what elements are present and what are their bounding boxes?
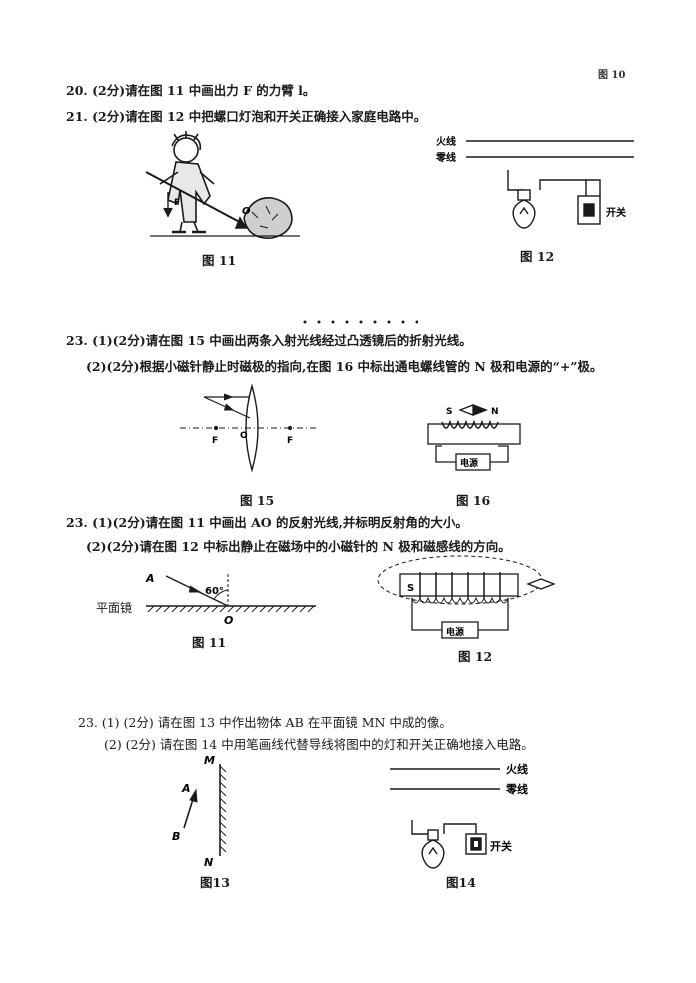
ray-a-label: A <box>145 572 155 585</box>
force-label: F <box>174 198 180 208</box>
caption-fig-12b: 图 12 <box>458 649 493 664</box>
caption-fig-16: 图 16 <box>456 493 491 508</box>
question-20: 20. (2分)请在图 11 中画出力 F 的力臂 l。 <box>66 83 316 98</box>
needle-s-label: S <box>446 407 452 417</box>
angle-label: 60° <box>205 586 224 597</box>
caption-fig-15: 图 15 <box>240 493 275 508</box>
switch-label-2: 开关 <box>490 839 512 853</box>
solenoid-core-2 <box>399 573 519 597</box>
point-b-label: B <box>172 830 180 843</box>
magnetic-field-diagram <box>377 555 556 639</box>
focus-right-label: F <box>287 436 293 446</box>
solenoid-diagram <box>427 404 521 471</box>
live-wire-label: 火线 <box>436 135 456 148</box>
caption-fig-11b: 图 11 <box>192 635 227 650</box>
lens-shape <box>245 383 259 473</box>
mirror-label: 平面镜 <box>96 601 133 615</box>
question-23b-part1: 23. (1)(2分)请在图 11 中画出 AO 的反射光线,并标明反射角的大小… <box>66 515 468 530</box>
neutral-wire-label: 零线 <box>435 151 456 164</box>
caption-fig-13: 图13 <box>200 875 230 890</box>
needle-n-label: N <box>491 407 499 417</box>
object-ab <box>183 795 195 829</box>
bulb-icon <box>512 199 536 229</box>
emphasis-dots <box>298 320 418 324</box>
point-a-label: A <box>181 782 191 795</box>
switch-label: 开关 <box>606 206 626 219</box>
mirror-n-label: N <box>204 856 213 869</box>
caption-fig-12: 图 12 <box>520 249 555 264</box>
question-21: 21. (2分)请在图 12 中把螺口灯泡和开关正确接入家庭电路中。 <box>66 109 427 124</box>
question-23c-part1: 23. (1) (2分) 请在图 13 中作出物体 AB 在平面镜 MN 中成的… <box>78 715 452 730</box>
optical-center-label: O <box>240 431 248 441</box>
power-source-box <box>455 453 491 471</box>
household-circuit <box>466 140 634 229</box>
pivot-label: O <box>242 206 251 217</box>
neutral-wire-label-2: 零线 <box>505 782 528 796</box>
live-wire-label-2: 火线 <box>506 762 528 776</box>
question-23a-part1: 23. (1)(2分)请在图 15 中画出两条入射光线经过凸透镜后的折射光线。 <box>66 333 472 348</box>
power-source-box-2 <box>441 621 479 639</box>
plane-mirror-diagram <box>146 574 316 613</box>
question-23c-part2: (2) (2分) 请在图 14 中用笔画线代替导线将图中的灯和开关正确地接入电路… <box>104 737 534 752</box>
mirror-mn-diagram <box>183 764 227 856</box>
lever-worker-drawing <box>145 131 300 239</box>
power-source-label-2: 电源 <box>446 626 464 638</box>
power-source-label: 电源 <box>460 457 478 469</box>
mirror-m-label: M <box>204 754 215 767</box>
corner-figure-mark: 图 10 <box>598 70 626 81</box>
coil-s-label: S <box>407 583 414 594</box>
bulb-icon-2 <box>421 839 445 869</box>
focus-left-label: F <box>212 436 218 446</box>
convex-lens-diagram <box>180 383 318 473</box>
compass-needle-2 <box>526 578 556 590</box>
caption-fig-11: 图 11 <box>202 253 237 268</box>
point-o-label: O <box>224 614 233 627</box>
caption-fig-14: 图14 <box>446 875 476 890</box>
household-circuit-2 <box>390 768 500 869</box>
question-23a-part2: (2)(2分)根据小磁针静止时磁极的指向,在图 16 中标出通电螺线管的 N 极… <box>86 359 603 374</box>
question-23b-part2: (2)(2分)请在图 12 中标出静止在磁场中的小磁针的 N 极和磁感线的方向。 <box>86 539 511 554</box>
